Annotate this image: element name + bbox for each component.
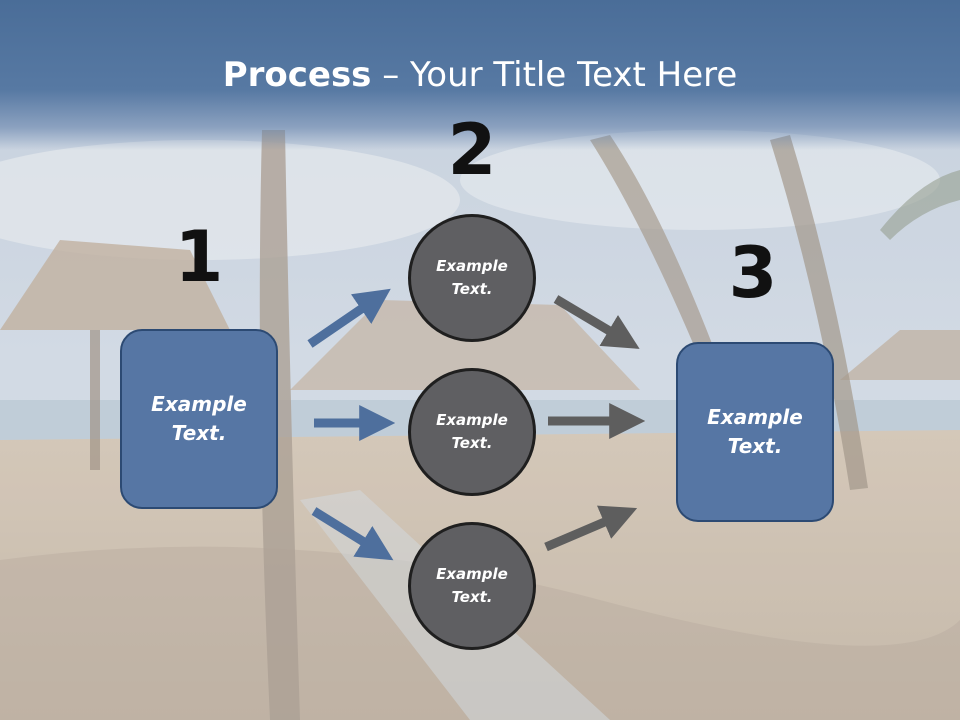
arrow-1-to-bottom [311, 507, 394, 561]
step-number-3: 3 [728, 232, 778, 314]
step-2-circle-middle: Example Text. [408, 368, 536, 496]
arrow-1-to-top [307, 288, 391, 348]
step-2-circle-top: Example Text. [408, 214, 536, 342]
step-3-label: Example Text. [707, 405, 803, 458]
step-number-2: 2 [447, 109, 497, 191]
arrow-top-to-3 [553, 295, 640, 349]
circle-middle-label: Example Text. [436, 411, 508, 452]
title-bold: Process [222, 55, 372, 95]
step-2-circle-bottom: Example Text. [408, 522, 536, 650]
step-1-label: Example Text. [151, 392, 247, 445]
arrow-bottom-to-3 [544, 505, 638, 552]
step-1-box: Example Text. [120, 329, 278, 509]
step-3-box: Example Text. [676, 342, 834, 522]
step-number-1: 1 [174, 216, 224, 298]
title-band [0, 0, 960, 150]
circle-top-label: Example Text. [436, 257, 508, 298]
circle-bottom-label: Example Text. [436, 565, 508, 606]
slide-title: Process – Your Title Text Here [0, 52, 960, 98]
title-rest: – Your Title Text Here [371, 55, 738, 95]
